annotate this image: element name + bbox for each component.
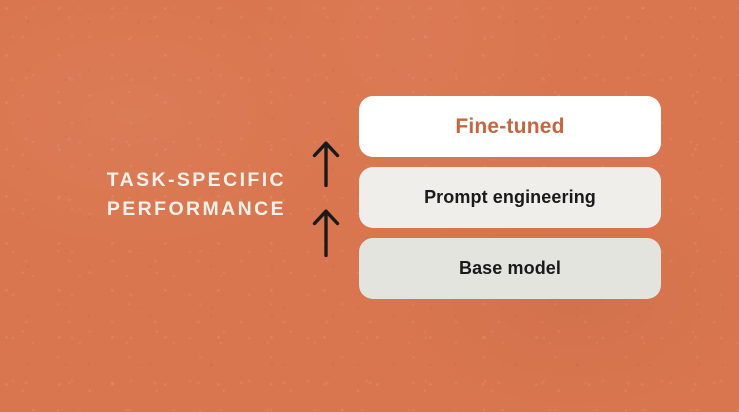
label-line-2: PERFORMANCE — [106, 198, 286, 220]
up-arrow-icon-lower — [312, 209, 340, 257]
card-base-model[interactable]: Base model — [359, 238, 661, 299]
card-fine-tuned[interactable]: Fine-tuned — [359, 96, 661, 157]
capability-card-stack: Fine-tuned Prompt engineering Base model — [359, 96, 661, 299]
card-prompt-engineering-label: Prompt engineering — [424, 187, 596, 207]
card-fine-tuned-label: Fine-tuned — [455, 114, 565, 138]
task-specific-performance-label: TASK-SPECIFIC PERFORMANCE — [0, 166, 286, 224]
up-arrow-icon-upper — [312, 141, 340, 187]
label-line-1: TASK-SPECIFIC — [106, 169, 286, 191]
card-prompt-engineering[interactable]: Prompt engineering — [359, 167, 661, 228]
card-base-model-label: Base model — [458, 258, 562, 278]
